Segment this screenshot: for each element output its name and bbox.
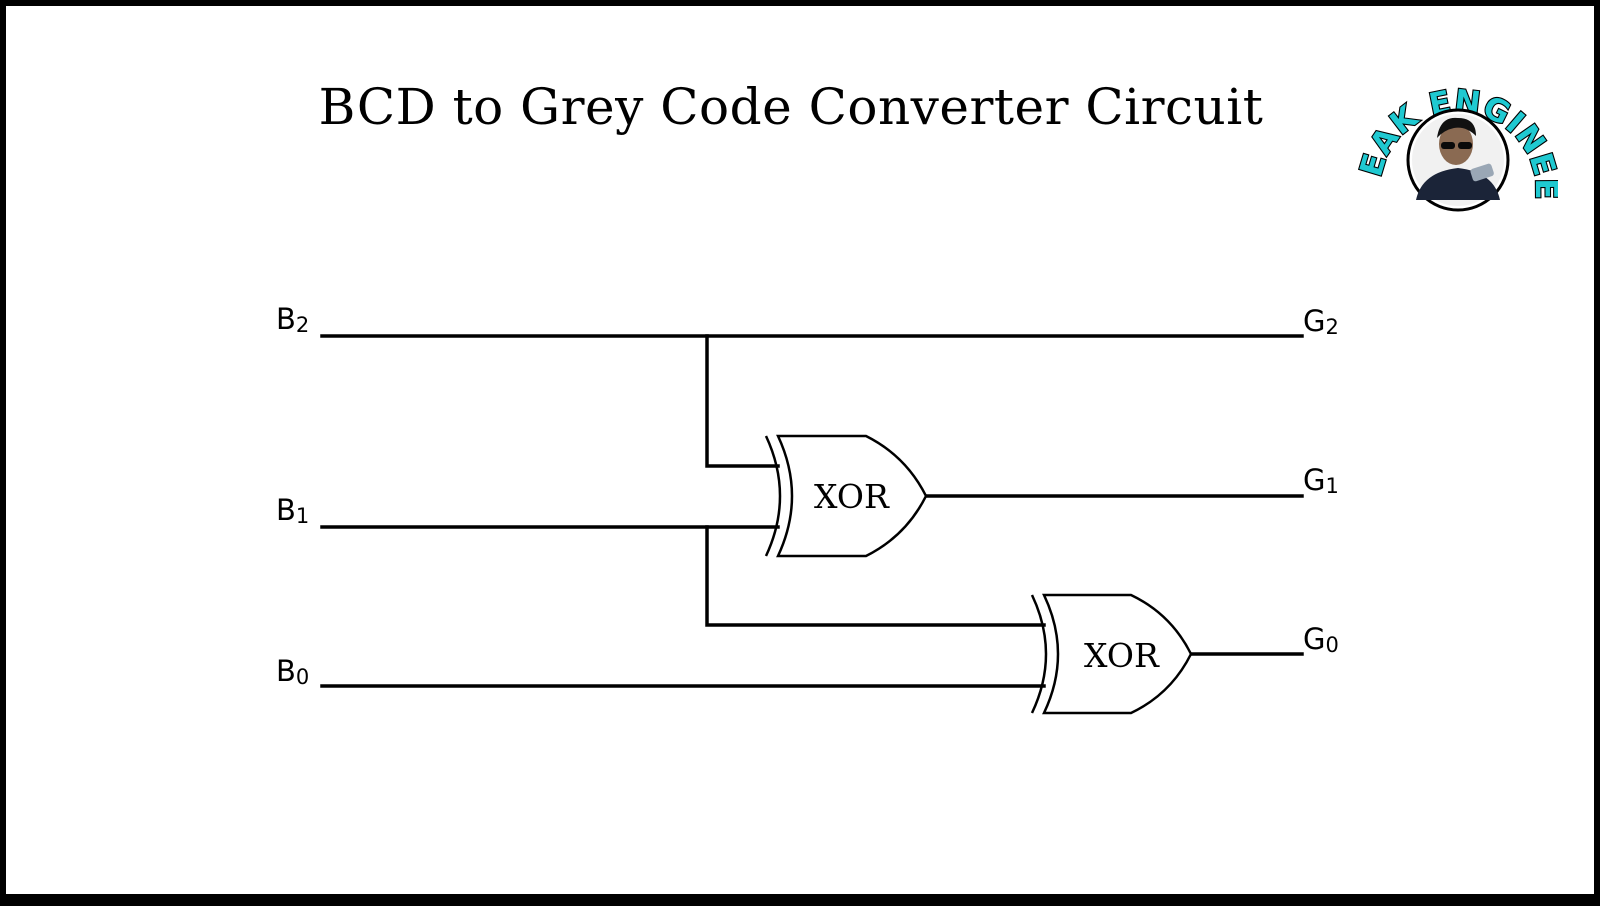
input-subscript: 0 bbox=[295, 665, 310, 689]
output-subscript: 0 bbox=[1325, 633, 1339, 657]
input-letter: B bbox=[276, 302, 296, 336]
avatar bbox=[1412, 114, 1504, 206]
output-letter: G bbox=[1303, 463, 1326, 497]
xor-gate-2 bbox=[1030, 593, 1193, 715]
wire-b2-tap bbox=[705, 334, 780, 468]
output-letter: G bbox=[1303, 622, 1326, 656]
gate-label-xor-1: XOR bbox=[814, 477, 889, 516]
input-label-b2: B2 bbox=[276, 305, 309, 336]
input-letter: B bbox=[276, 654, 296, 688]
output-label-g0: G0 bbox=[1303, 625, 1339, 656]
output-subscript: 1 bbox=[1325, 474, 1339, 498]
input-letter: B bbox=[276, 493, 296, 527]
xor-gate-1 bbox=[764, 434, 928, 558]
input-subscript: 2 bbox=[295, 313, 310, 337]
output-letter: G bbox=[1303, 304, 1326, 338]
output-label-g2: G2 bbox=[1303, 307, 1339, 338]
freak-engineer-logo: FREAK ENGINEER bbox=[1358, 60, 1558, 212]
output-label-g1: G1 bbox=[1303, 466, 1339, 497]
input-label-b0: B0 bbox=[276, 657, 309, 688]
output-subscript: 2 bbox=[1325, 315, 1339, 339]
gate-label-xor-2: XOR bbox=[1084, 636, 1159, 675]
input-subscript: 1 bbox=[295, 504, 310, 528]
input-label-b1: B1 bbox=[276, 496, 309, 527]
wire-b1-tap bbox=[705, 525, 1046, 627]
circuit-diagram bbox=[320, 334, 1304, 715]
page-title: BCD to Grey Code Converter Circuit bbox=[318, 78, 1264, 136]
